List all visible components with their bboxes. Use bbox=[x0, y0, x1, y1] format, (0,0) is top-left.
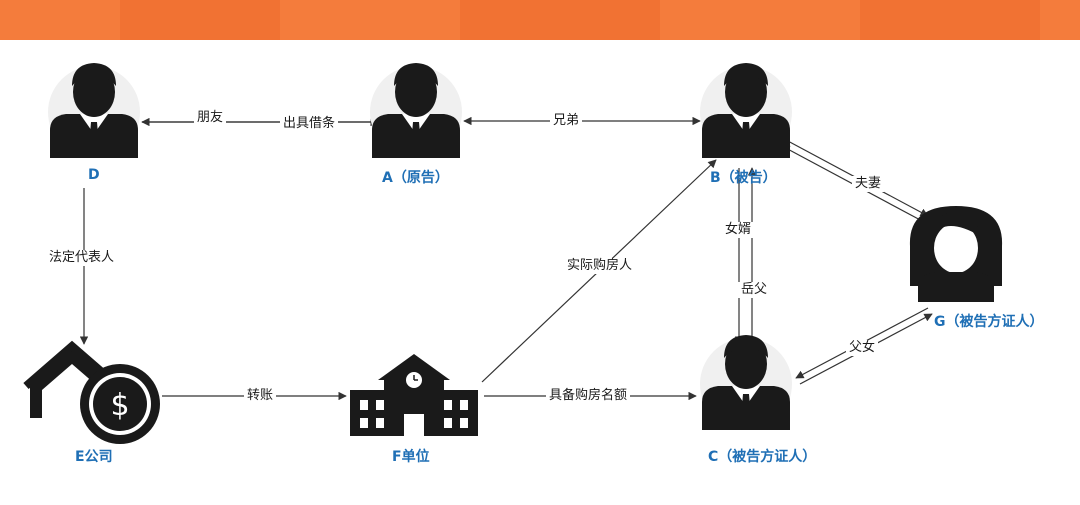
header-banner bbox=[0, 0, 1080, 40]
businesswoman-icon bbox=[909, 206, 1003, 302]
banner-stripe bbox=[120, 0, 280, 40]
edge-label: 具备购房名额 bbox=[546, 388, 631, 404]
edge-label: 岳父 bbox=[738, 282, 771, 298]
edge-label: 法定代表人 bbox=[46, 250, 118, 266]
businessman-icon bbox=[48, 63, 140, 158]
node-label-f: F单位 bbox=[392, 449, 430, 465]
banner-stripe bbox=[460, 0, 660, 40]
house-money-icon: $ bbox=[23, 340, 160, 444]
edge-label: 兄弟 bbox=[550, 113, 583, 129]
node-label-g: G（被告方证人） bbox=[934, 314, 1044, 330]
edge-label: 转账 bbox=[244, 388, 277, 404]
edge-label: 朋友 bbox=[194, 110, 227, 126]
school-building-icon bbox=[350, 354, 478, 436]
node-label-e: E公司 bbox=[75, 449, 113, 465]
node-label-d: D bbox=[88, 167, 100, 183]
businessman-icon bbox=[700, 335, 792, 430]
edge-label: 女婿 bbox=[722, 222, 755, 238]
edge-label: 父女 bbox=[846, 340, 879, 356]
svg-text:$: $ bbox=[110, 388, 129, 423]
edge-label: 出具借条 bbox=[280, 116, 339, 132]
node-label-b: B（被告） bbox=[710, 170, 777, 186]
node-label-c: C（被告方证人） bbox=[708, 449, 817, 465]
edge-label: 实际购房人 bbox=[564, 258, 636, 274]
businessman-icon bbox=[700, 63, 792, 158]
banner-stripe bbox=[860, 0, 1040, 40]
edge-label: 夫妻 bbox=[852, 176, 885, 192]
businessman-icon bbox=[370, 63, 462, 158]
relationship-diagram: $ bbox=[23, 63, 1003, 444]
node-label-a: A（原告） bbox=[382, 170, 449, 186]
